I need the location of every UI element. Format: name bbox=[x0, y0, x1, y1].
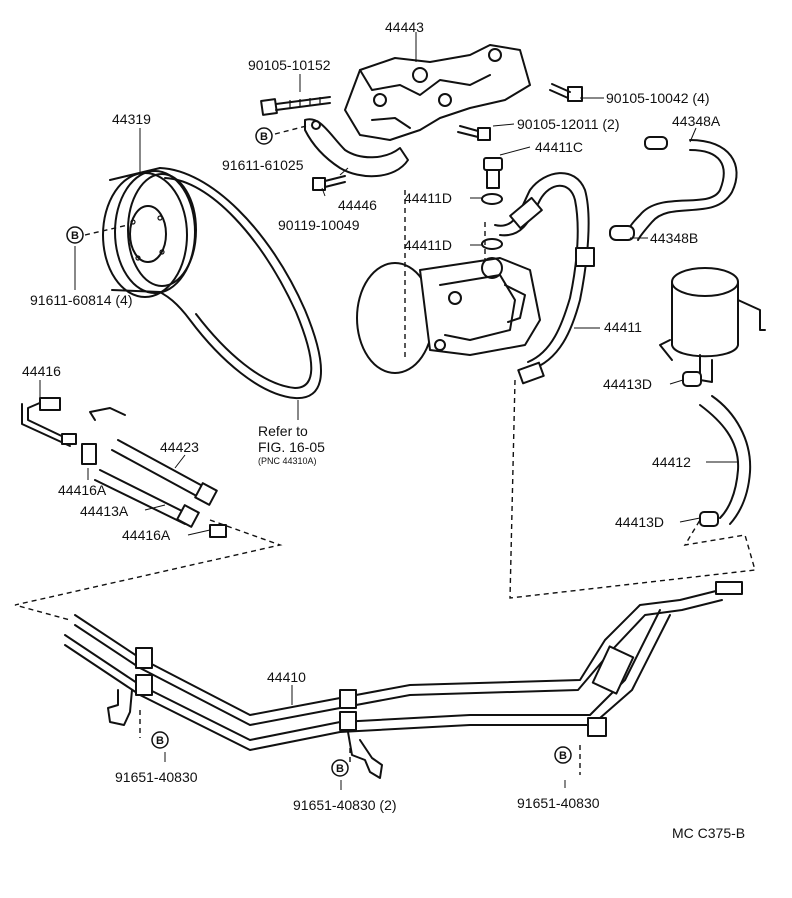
label-91651-40830-right: 91651-40830 bbox=[517, 795, 600, 811]
label-90105-10042: 90105-10042 (4) bbox=[606, 90, 710, 106]
pressure-hose-44411 bbox=[494, 172, 595, 385]
label-44416A-upper: 44416A bbox=[58, 482, 107, 498]
reservoir bbox=[659, 267, 766, 383]
b-symbol-1: B bbox=[255, 127, 273, 145]
b-symbol-4: B bbox=[331, 759, 349, 777]
pressure-tube-44410 bbox=[64, 581, 743, 751]
power-steering-pump bbox=[356, 190, 541, 374]
label-44416A-lower: 44416A bbox=[122, 527, 171, 543]
label-91611-60814: 91611-60814 (4) bbox=[30, 292, 132, 308]
refer-note-line1: Refer to bbox=[258, 423, 308, 439]
clamp-leaders bbox=[139, 710, 581, 775]
svg-text:B: B bbox=[336, 763, 344, 775]
leader-lines bbox=[39, 32, 738, 790]
hose-44412 bbox=[682, 371, 752, 527]
clamp-left bbox=[107, 689, 133, 726]
dashed-leaders bbox=[14, 379, 756, 621]
label-44411D-upper: 44411D bbox=[404, 190, 452, 206]
drive-belt bbox=[159, 167, 322, 400]
label-44410: 44410 bbox=[267, 669, 306, 685]
bolt-90105-10042 bbox=[549, 83, 583, 102]
refer-note-line2: FIG. 16-05 bbox=[258, 439, 325, 455]
bolt-90105-10152 bbox=[260, 96, 331, 116]
label-90105-10152: 90105-10152 bbox=[248, 57, 331, 73]
b-symbol-2: B bbox=[66, 226, 84, 244]
bracket-44443 bbox=[344, 44, 531, 141]
label-44412: 44412 bbox=[652, 454, 691, 470]
label-44411: 44411 bbox=[604, 319, 642, 335]
pulley-44319 bbox=[102, 167, 197, 298]
refer-note-line3: (PNC 44310A) bbox=[258, 456, 317, 466]
label-44411C: 44411C bbox=[535, 139, 583, 155]
label-44413D-upper: 44413D bbox=[603, 376, 652, 392]
bolt-90105-12011 bbox=[457, 125, 491, 141]
clamp-middle bbox=[347, 731, 383, 779]
svg-text:B: B bbox=[71, 230, 79, 242]
label-44348A: 44348A bbox=[672, 113, 721, 129]
label-44319: 44319 bbox=[112, 111, 151, 127]
label-91611-61025: 91611-61025 bbox=[222, 157, 304, 173]
return-hose-44348A bbox=[609, 136, 738, 241]
label-44413D-lower: 44413D bbox=[615, 514, 664, 530]
label-90105-12011: 90105-12011 (2) bbox=[517, 116, 619, 132]
label-44416: 44416 bbox=[22, 363, 61, 379]
label-44411D-lower: 44411D bbox=[404, 237, 452, 253]
cooler-tube-44416 bbox=[21, 397, 77, 447]
label-44413A: 44413A bbox=[80, 503, 129, 519]
label-44446: 44446 bbox=[338, 197, 377, 213]
label-91651-40830-middle: 91651-40830 (2) bbox=[293, 797, 397, 813]
bolt-90119-10049 bbox=[312, 175, 346, 191]
label-90119-10049: 90119-10049 bbox=[278, 217, 360, 233]
svg-text:B: B bbox=[156, 735, 164, 747]
label-91651-40830-left: 91651-40830 bbox=[115, 769, 198, 785]
cooler-44423 bbox=[81, 407, 227, 538]
svg-text:B: B bbox=[559, 750, 567, 762]
union-bolt-44411C bbox=[481, 157, 503, 250]
label-44443: 44443 bbox=[385, 19, 424, 35]
b-symbol-3: B bbox=[151, 731, 169, 749]
label-44348B: 44348B bbox=[650, 230, 698, 246]
diagram-code: MC C375-B bbox=[672, 825, 745, 841]
b-symbol-5: B bbox=[554, 746, 572, 764]
stay-44446 bbox=[304, 118, 409, 178]
label-44423: 44423 bbox=[160, 439, 199, 455]
svg-text:B: B bbox=[260, 131, 268, 143]
